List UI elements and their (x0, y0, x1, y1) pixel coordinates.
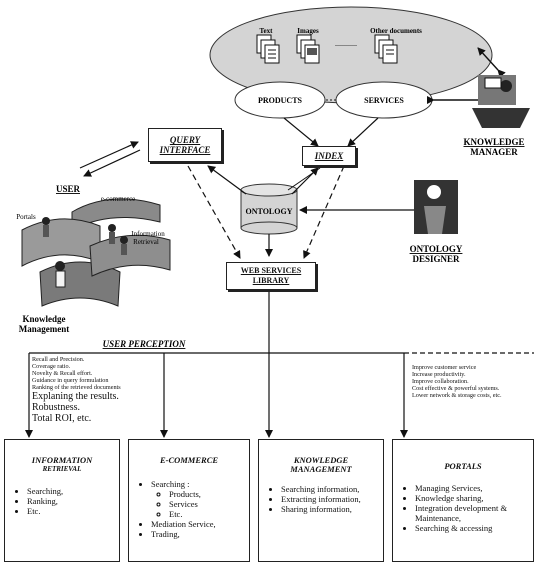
right-note: Increase productivity. (412, 371, 466, 378)
left-note: Guidance in query formulation (32, 377, 109, 384)
web-services-line-2: LIBRARY (252, 276, 290, 285)
panel-title: PORTALS (444, 461, 482, 471)
sub-list-item: Services (169, 499, 249, 509)
web-services-line-1: WEB SERVICES (240, 266, 302, 275)
panel-title-line-1: KNOWLEDGE (293, 455, 349, 465)
query-interface-line-2: INTERFACE (159, 145, 211, 155)
other-documents-icon (374, 34, 398, 64)
panel-list: Managing Services, Knowledge sharing, In… (393, 483, 533, 533)
ontology-designer-label-2: DESIGNER (412, 254, 460, 264)
query-interface-box: QUERY INTERFACE (148, 128, 222, 162)
panel-title-line-2: MANAGEMENT (290, 464, 352, 474)
ir-illustration-label-1: Information (131, 230, 165, 238)
knowledge-manager-label-1: KNOWLEDGE (463, 137, 524, 147)
doc-label-text: Text (260, 27, 274, 35)
left-note: Recall and Precision. (32, 356, 85, 363)
ontology-cylinder (240, 183, 298, 235)
ecommerce-illustration-label: e-commerce (101, 195, 136, 203)
text-documents-icon (256, 34, 280, 64)
doc-label-images: Images (297, 27, 319, 35)
cloud-dots: ........... (335, 39, 357, 48)
user-label: USER (56, 184, 81, 194)
list-item: Integration development & Maintenance, (415, 503, 523, 523)
searching-label: Searching : (151, 479, 190, 489)
right-perception-notes: Improve customer service Increase produc… (412, 364, 538, 399)
km-illustration-label-1: Knowledge (22, 314, 65, 324)
panel-title-line-1: INFORMATION (31, 455, 93, 465)
list-item: Searching information, (281, 484, 373, 494)
list-item: Knowledge sharing, (415, 493, 523, 503)
left-note: Novelty & Recall effort. (32, 370, 93, 377)
left-perception-notes: Recall and Precision. Coverage ratio. No… (32, 356, 168, 424)
panel-list: Searching : Products, Services Etc. Medi… (129, 479, 249, 539)
list-item: Searching : Products, Services Etc. (151, 479, 249, 519)
products-label: PRODUCTS (258, 96, 303, 105)
list-item: Searching & accessing (415, 523, 523, 533)
image-documents-icon (296, 34, 320, 64)
services-label: SERVICES (364, 96, 404, 105)
panel-title: KNOWLEDGE MANAGEMENT (259, 456, 383, 474)
left-note: Coverage ratio. (32, 363, 71, 370)
left-note-large: Explaning the results. (32, 391, 119, 402)
index-box: INDEX (302, 146, 356, 166)
km-illustration-label-2: Management (19, 324, 70, 334)
ontology-designer-figure (414, 180, 458, 234)
ir-illustration-label-2: Retrieval (133, 238, 159, 246)
knowledge-manager-label-2: MANAGER (470, 147, 518, 157)
right-note: Cost effective & powerful systems. (412, 385, 500, 392)
panel-title: INFORMATION RETRIEVAL (5, 456, 119, 474)
list-item: Searching, (27, 486, 119, 496)
ontology-designer-label-1: ONTOLOGY (410, 244, 463, 254)
panel-title-line-2: RETRIEVAL (42, 465, 82, 473)
products-ellipse (234, 81, 326, 119)
sub-list-item: Products, (169, 489, 249, 499)
user-illustration (21, 198, 171, 307)
list-item: Sharing information, (281, 504, 373, 514)
sub-list: Products, Services Etc. (151, 489, 249, 519)
left-note-large: Total ROI, etc. (32, 413, 92, 424)
doc-label-other: Other documents (370, 27, 422, 35)
panel-information-retrieval: INFORMATION RETRIEVAL Searching, Ranking… (4, 439, 120, 562)
web-services-library-box: WEB SERVICES LIBRARY (226, 262, 316, 290)
query-interface-line-1: QUERY (169, 135, 201, 145)
list-item: Trading, (151, 529, 249, 539)
panel-knowledge-management: KNOWLEDGE MANAGEMENT Searching informati… (258, 439, 384, 562)
panel-ecommerce: E-COMMERCE Searching : Products, Service… (128, 439, 250, 562)
sub-list-item: Etc. (169, 509, 249, 519)
left-note: Ranking of the retrieved documents (32, 384, 121, 391)
list-item: Managing Services, (415, 483, 523, 493)
list-item: Extracting information, (281, 494, 373, 504)
right-note: Improve customer service (412, 364, 477, 371)
ontology-label: ONTOLOGY (246, 207, 293, 216)
list-item: Etc. (27, 506, 119, 516)
portals-illustration-label: Portals (16, 213, 36, 221)
knowledge-manager-figure (472, 75, 530, 128)
right-note: Improve collaboration. (412, 378, 469, 385)
panel-list: Searching information, Extracting inform… (259, 484, 383, 514)
index-label: INDEX (314, 151, 344, 161)
panel-list: Searching, Ranking, Etc. (5, 486, 119, 516)
user-perception-title: USER PERCEPTION (103, 339, 186, 349)
panel-portals: PORTALS Managing Services, Knowledge sha… (392, 439, 534, 562)
right-note: Lower network & storage costs, etc. (412, 392, 502, 399)
list-item: Mediation Service, (151, 519, 249, 529)
panel-title: E-COMMERCE (159, 455, 219, 465)
left-note-large: Robustness. (32, 402, 81, 413)
list-item: Ranking, (27, 496, 119, 506)
